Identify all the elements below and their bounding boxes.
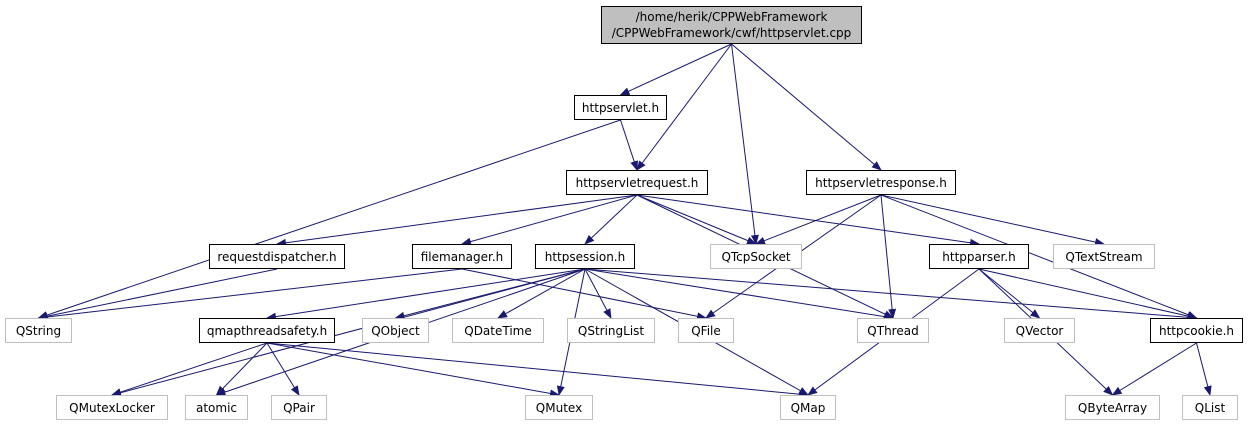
node-httpparser-h[interactable]: httpparser.h [929, 244, 1029, 269]
edge-httpservletrequest_h-to-httpparser_h [636, 194, 980, 247]
node-qmap[interactable]: QMap [780, 395, 836, 420]
edge-httpparser_h-to-httpcookie_h [978, 268, 1198, 320]
edge-httpsession_h-to-qmutexlocker [111, 268, 586, 397]
node-qdatetime[interactable]: QDateTime [452, 318, 544, 343]
node-qstringlist[interactable]: QStringList [567, 318, 655, 343]
edge-qmapthreadsafety_h-to-atomic [215, 342, 268, 396]
edge-httpcookie_h-to-qbytearray [1111, 342, 1197, 396]
edge-root-to-qtcpsocket [731, 43, 759, 245]
edge-httpsession_h-to-qstringlist [584, 268, 612, 319]
node-atomic[interactable]: atomic [185, 395, 248, 420]
edge-qmapthreadsafety_h-to-qmutexlocker [111, 342, 268, 396]
edge-httpservletrequest_h-to-qtcpsocket [636, 194, 757, 245]
node-qtextstream[interactable]: QTextStream [1053, 244, 1155, 269]
node-httpservlet-h[interactable]: httpservlet.h [574, 95, 667, 120]
edge-httpservletrequest_h-to-httpsession_h [584, 194, 638, 245]
node-qobject[interactable]: QObject [362, 318, 429, 343]
root-file-node[interactable]: /home/herik/CPPWebFramework /CPPWebFrame… [601, 6, 862, 44]
node-qstring[interactable]: QString [5, 318, 72, 343]
node-filemanager-h[interactable]: filemanager.h [412, 244, 512, 269]
edge-root-to-httpservlet_h [619, 43, 732, 96]
edge-root-to-httpservletrequest_h [636, 43, 732, 171]
node-qpair[interactable]: QPair [271, 395, 327, 420]
node-qbytearray[interactable]: QByteArray [1065, 395, 1160, 420]
edge-httpsession_h-to-qdatetime [497, 268, 586, 319]
node-requestdispatcher-h[interactable]: requestdispatcher.h [209, 244, 345, 269]
root-file-path-line-1: /home/herik/CPPWebFramework [635, 10, 828, 24]
root-file-path-line-2: /CPPWebFramework/cwf/httpservlet.cpp [611, 26, 852, 40]
node-qmutex[interactable]: QMutex [525, 395, 593, 420]
node-qtcpsocket[interactable]: QTcpSocket [710, 244, 802, 269]
edge-qmapthreadsafety_h-to-qpair [266, 342, 300, 396]
edge-httpservlet_h-to-httpservletrequest_h [620, 119, 638, 171]
edge-httpparser_h-to-qvector [978, 268, 1041, 319]
node-qvector[interactable]: QVector [1004, 318, 1075, 343]
node-qmutexlocker[interactable]: QMutexLocker [56, 395, 168, 420]
node-qlist[interactable]: QList [1182, 395, 1238, 420]
node-httpcookie-h[interactable]: httpcookie.h [1150, 318, 1243, 343]
node-qfile[interactable]: QFile [678, 318, 734, 343]
node-httpservletresponse-h[interactable]: httpservletresponse.h [806, 170, 956, 195]
edge-httpsession_h-to-qmapthreadsafety_h [266, 268, 586, 321]
node-qthread[interactable]: QThread [857, 318, 929, 343]
edge-httpservletresponse_h-to-qtcpsocket [755, 194, 882, 245]
edge-qmapthreadsafety_h-to-qmap [266, 342, 809, 399]
node-qmapthreadsafety-h[interactable]: qmapthreadsafety.h [199, 318, 335, 343]
edge-qmapthreadsafety_h-to-qmutex [266, 342, 560, 398]
edge-httpservletresponse_h-to-httpcookie_h [880, 194, 1198, 319]
edge-httpsession_h-to-httpcookie_h [584, 268, 1198, 322]
edge-httpservletrequest_h-to-filemanager_h [461, 194, 638, 246]
edge-httpcookie_h-to-qlist [1196, 342, 1212, 396]
edge-filemanager_h-to-qstring [37, 268, 463, 321]
node-httpsession-h[interactable]: httpsession.h [535, 244, 635, 269]
edge-filemanager_h-to-qfile [461, 268, 707, 321]
edge-httpservlet_h-to-qstring [37, 119, 621, 319]
node-httpservletrequest-h[interactable]: httpservletrequest.h [566, 170, 708, 195]
edge-httpservletresponse_h-to-qthread [880, 194, 897, 319]
edge-httpservletrequest_h-to-requestdispatcher_h [276, 194, 638, 247]
edge-requestdispatcher_h-to-qstring [37, 268, 278, 321]
edge-root-to-httpservletresponse_h [731, 43, 882, 171]
edge-httpservletresponse_h-to-qtextstream [880, 194, 1105, 246]
edge-httpsession_h-to-qthread [584, 268, 894, 321]
edge-httpsession_h-to-qobject [394, 268, 586, 320]
